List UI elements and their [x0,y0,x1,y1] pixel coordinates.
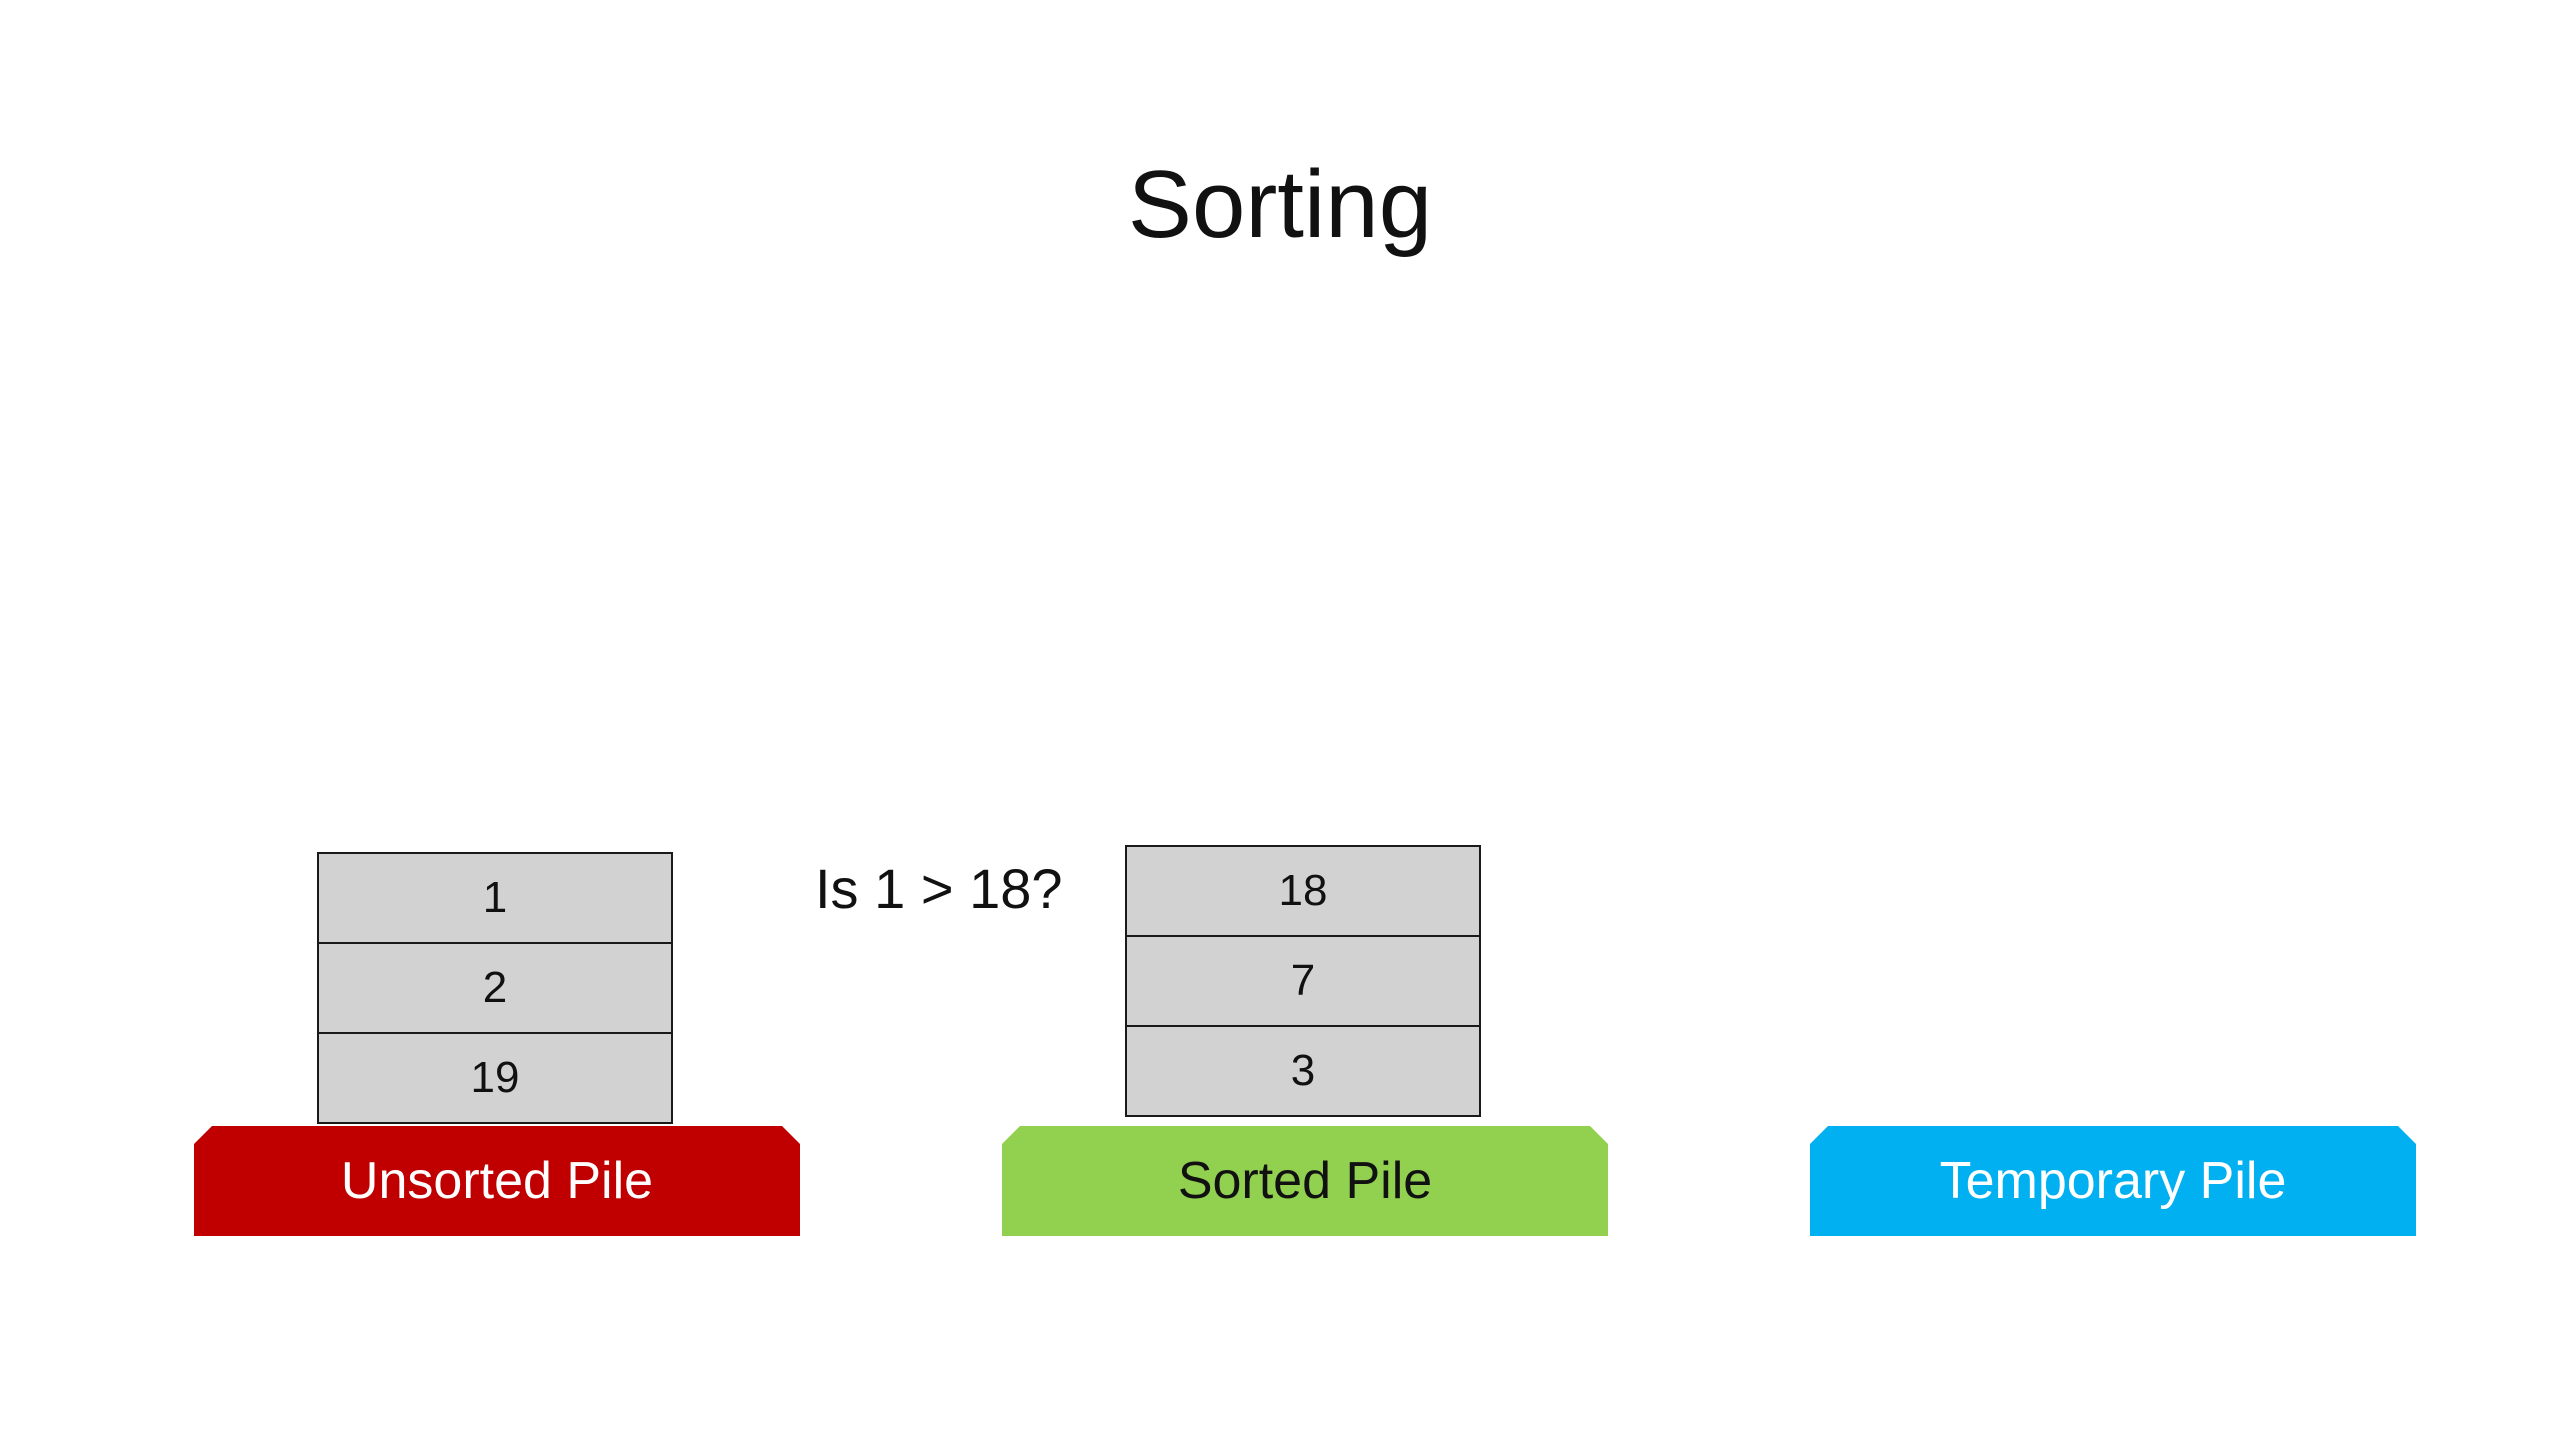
card: 7 [1125,935,1481,1027]
sorted-stack: 18 7 3 [1125,845,1481,1117]
card: 19 [317,1032,673,1124]
unsorted-pile-label: Unsorted Pile [340,1152,654,1210]
sorted-pile-label: Sorted Pile [1177,1152,1433,1210]
slide-title: Sorting [1127,151,1433,258]
card: 2 [317,942,673,1034]
comparison-question: Is 1 > 18? [815,857,1063,920]
temporary-pile: Temporary Pile [1810,1126,2416,1236]
unsorted-pile: Unsorted Pile [194,1126,800,1236]
temporary-pile-label: Temporary Pile [1939,1152,2287,1210]
unsorted-stack: 1 2 19 [317,852,673,1124]
sorted-pile: Sorted Pile [1002,1126,1608,1236]
card: 1 [317,852,673,944]
card: 3 [1125,1025,1481,1117]
card: 18 [1125,845,1481,937]
